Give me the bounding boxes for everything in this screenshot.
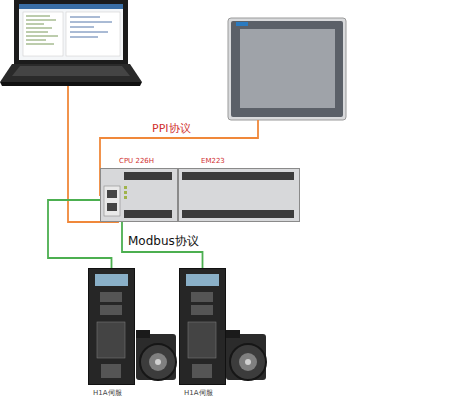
node-label: H1A伺服 [184, 388, 213, 398]
node-label: CPU 226H [119, 157, 154, 165]
servo-motor [226, 330, 266, 380]
plc-details [104, 172, 294, 218]
servo-drive: H1A伺服 [88, 268, 135, 385]
hmi-illustration [228, 18, 346, 120]
node-label: H1A伺服 [93, 388, 122, 398]
protocol-label: PPI协议 [152, 121, 191, 136]
modbus-cable [122, 222, 203, 268]
node-label: EM223 [201, 157, 225, 165]
servo-drive: H1A伺服 [179, 268, 226, 385]
protocol-label: Modbus协议 [128, 233, 199, 250]
plc-expansion-module: EM223 [178, 168, 300, 222]
drive-details [95, 274, 219, 378]
plc-cpu-module: CPU 226H [100, 168, 178, 222]
servo-motor [136, 330, 176, 380]
modbus-cable [48, 200, 112, 268]
laptop-illustration [0, 0, 142, 86]
